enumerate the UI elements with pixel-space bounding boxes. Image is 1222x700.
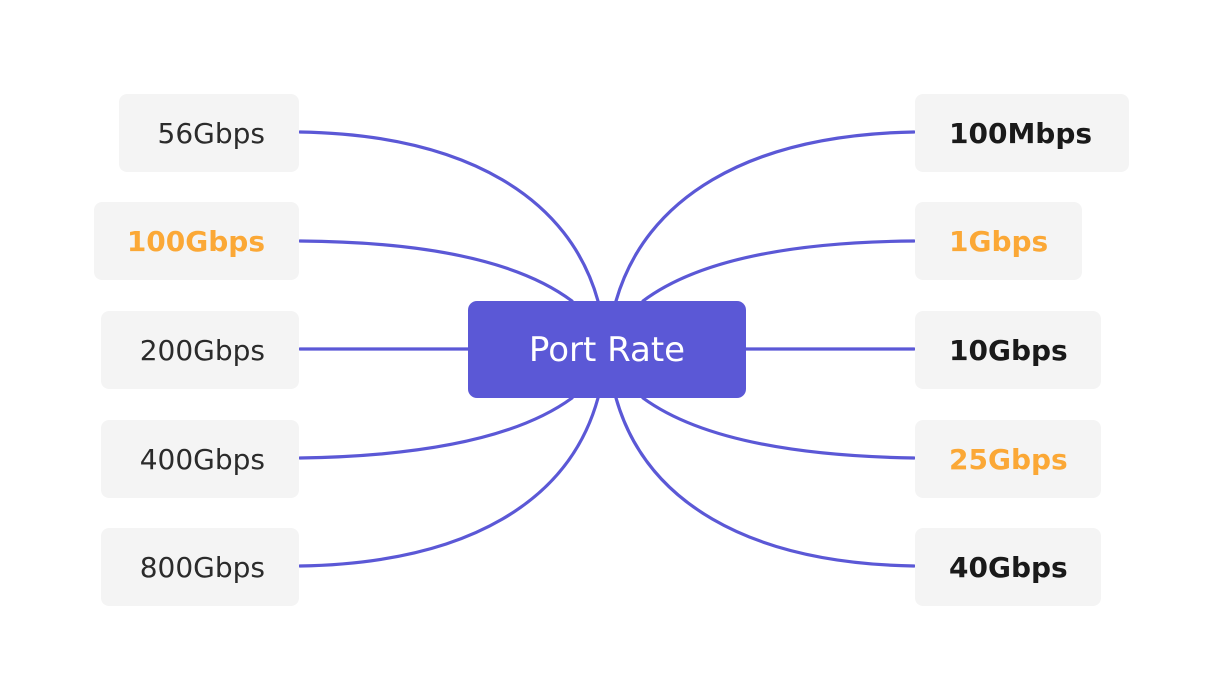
connector-100gbps xyxy=(298,239,574,303)
node-1gbps[interactable]: 1Gbps xyxy=(915,202,1082,280)
node-25gbps[interactable]: 25Gbps xyxy=(915,420,1101,498)
connector-800gbps xyxy=(298,396,600,568)
node-200gbps[interactable]: 200Gbps xyxy=(101,311,299,389)
node-56gbps[interactable]: 56Gbps xyxy=(119,94,299,172)
connector-1gbps xyxy=(641,239,916,303)
center-node-port-rate[interactable]: Port Rate xyxy=(468,301,746,398)
connector-25gbps xyxy=(641,396,916,460)
node-10gbps[interactable]: 10Gbps xyxy=(915,311,1101,389)
node-40gbps[interactable]: 40Gbps xyxy=(915,528,1101,606)
node-100gbps[interactable]: 100Gbps xyxy=(94,202,299,280)
node-100mbps[interactable]: 100Mbps xyxy=(915,94,1129,172)
node-800gbps[interactable]: 800Gbps xyxy=(101,528,299,606)
connector-400gbps xyxy=(298,396,574,460)
connector-56gbps xyxy=(298,130,600,303)
connector-100mbps xyxy=(614,130,916,303)
connector-40gbps xyxy=(614,396,916,568)
node-400gbps[interactable]: 400Gbps xyxy=(101,420,299,498)
